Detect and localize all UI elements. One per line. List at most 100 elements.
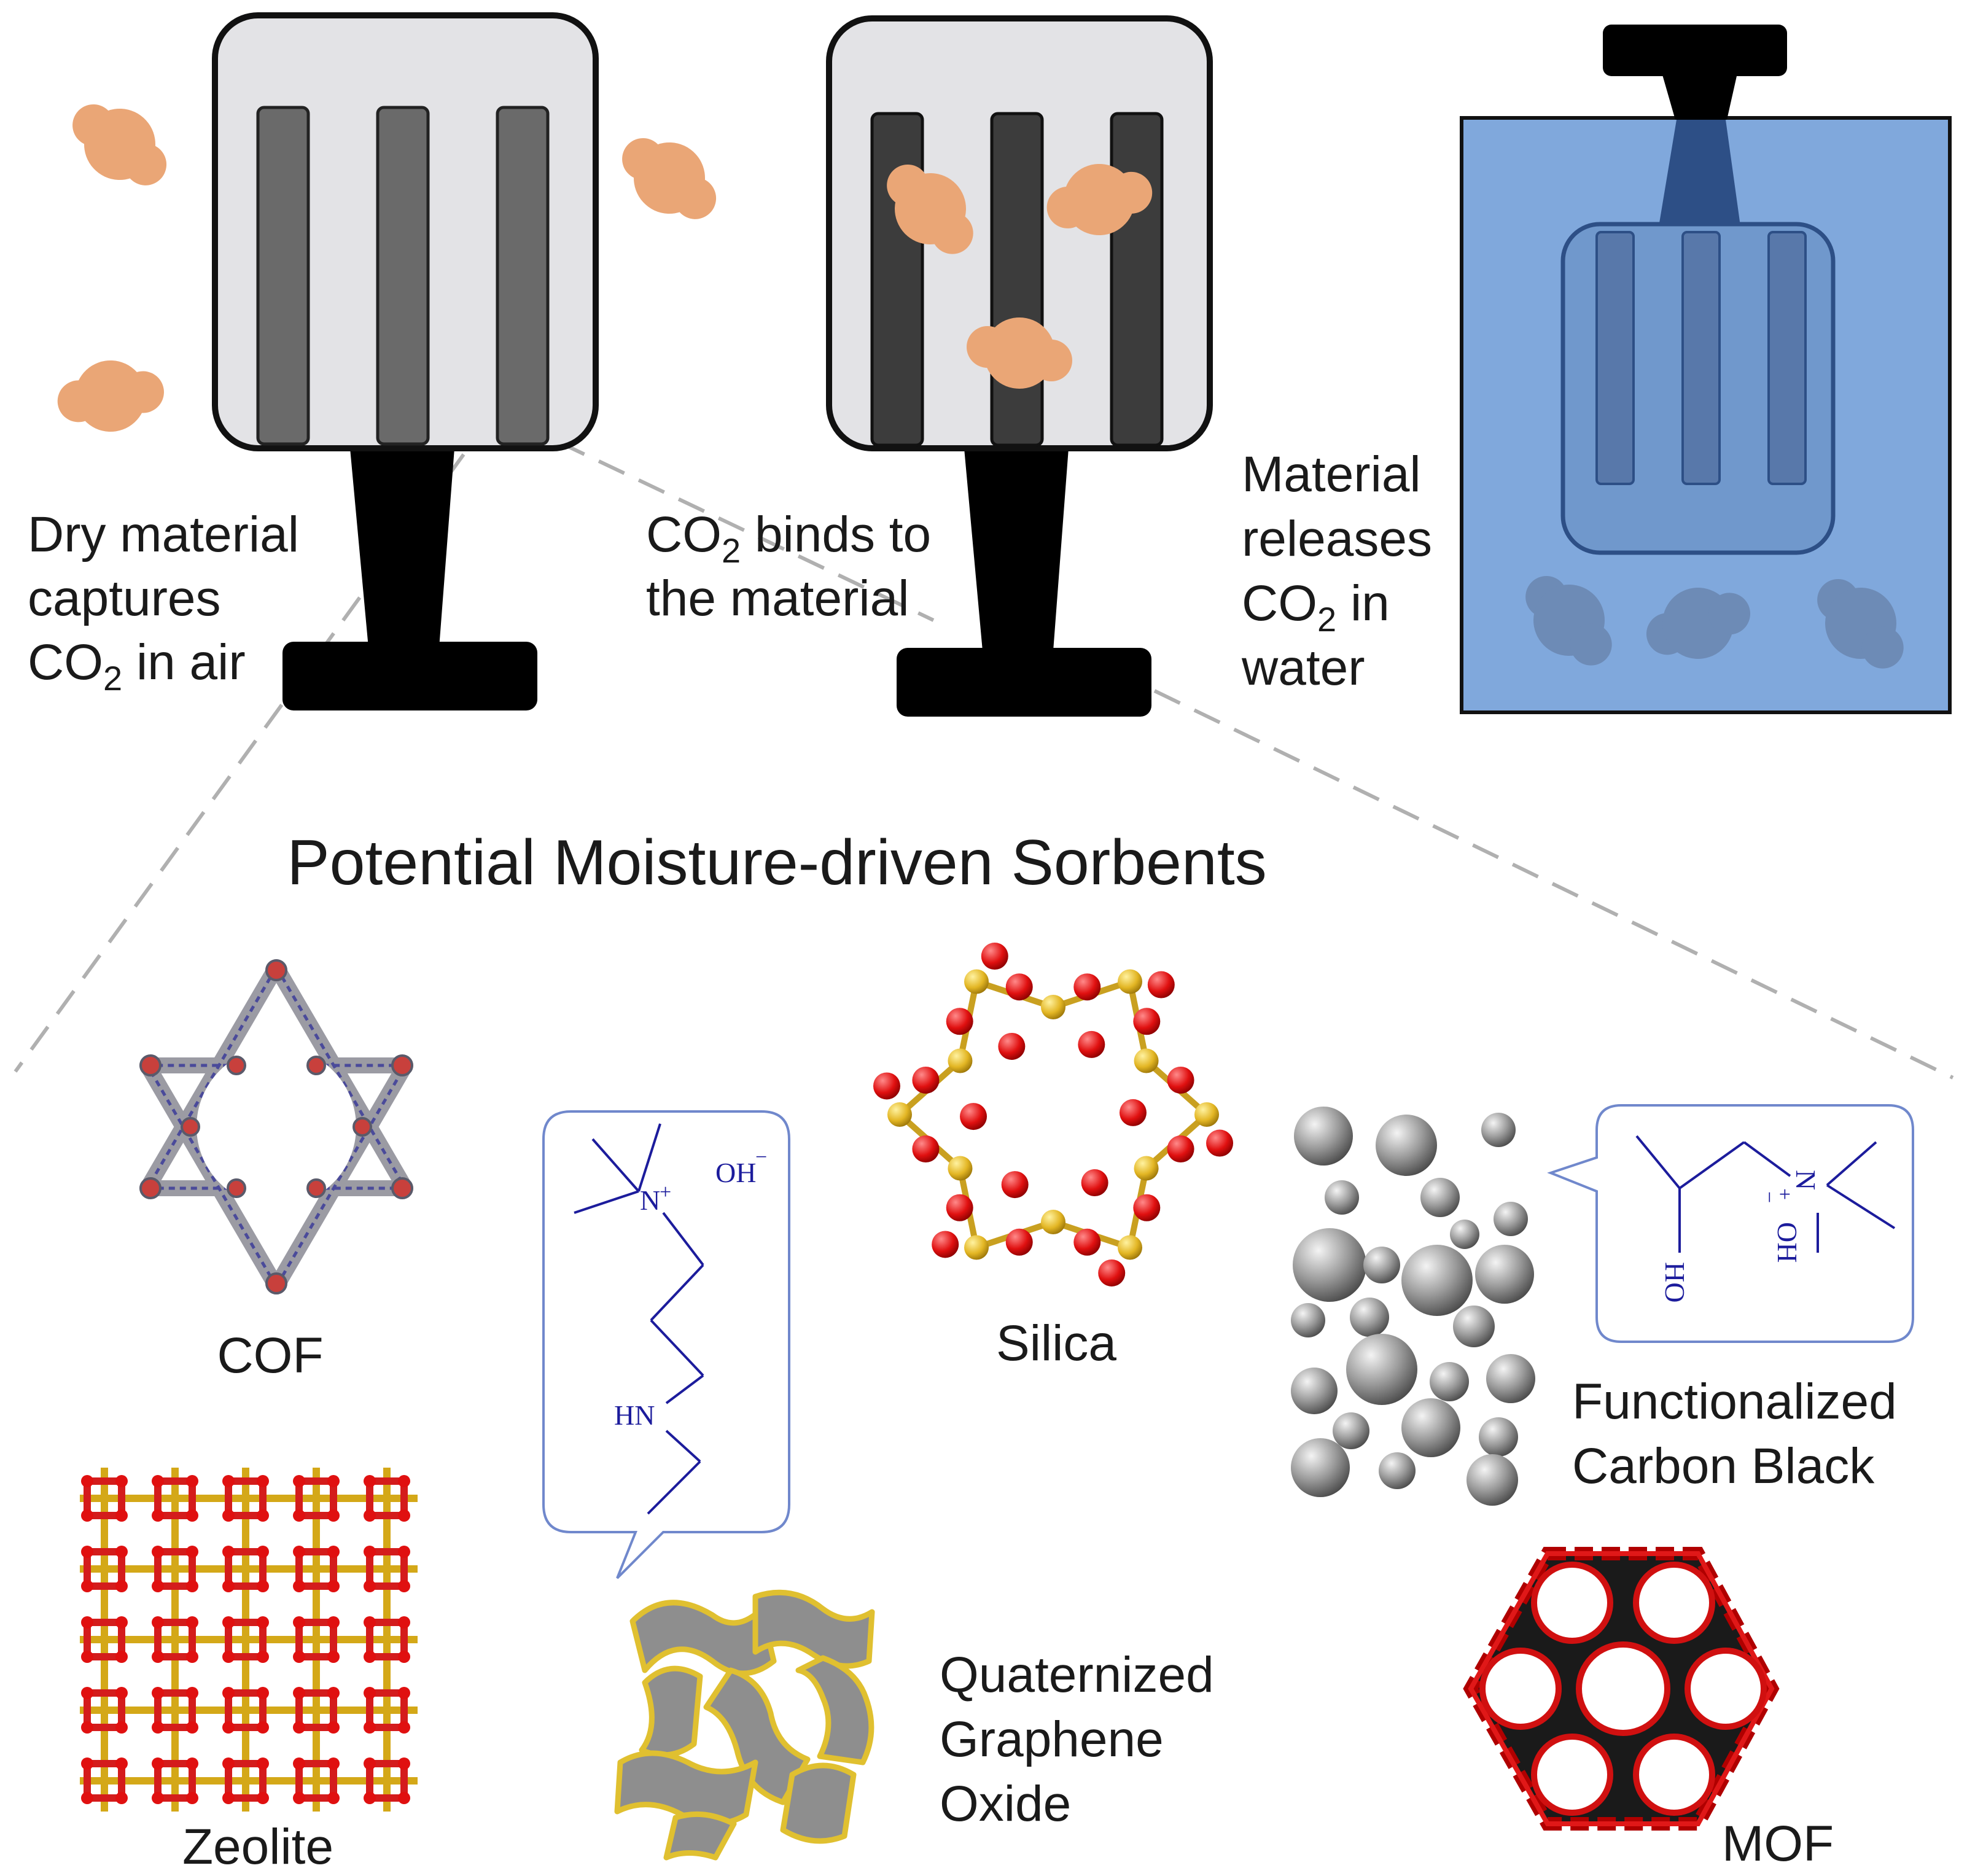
oxygen-atom <box>152 1792 164 1804</box>
carbon-particle <box>1291 1303 1325 1337</box>
zeolite-cage <box>295 1477 337 1519</box>
oxygen-atom <box>81 1687 93 1699</box>
zeolite-cage <box>154 1477 196 1519</box>
device-base <box>282 642 537 710</box>
oxygen-atom <box>293 1757 305 1770</box>
label-cof: COF <box>217 1328 323 1384</box>
device-stem <box>1658 120 1741 230</box>
carbon-particle <box>1494 1202 1528 1236</box>
oxygen-atom <box>186 1475 198 1487</box>
zeolite-structure <box>80 1468 418 1812</box>
device-base <box>897 648 1151 717</box>
oxygen-atom <box>257 1546 269 1558</box>
oxygen-atom <box>257 1616 269 1629</box>
svg-text:OH: OH <box>715 1157 756 1188</box>
oxygen-atom <box>222 1580 235 1592</box>
silicon-atom <box>1118 969 1142 994</box>
label-qgo-2: Graphene <box>940 1711 1164 1767</box>
oxygen-atom <box>222 1757 235 1770</box>
oxygen-atom <box>115 1509 128 1522</box>
oxygen-atom <box>327 1475 340 1487</box>
oxygen-atom <box>1098 1259 1126 1286</box>
oxygen-atom <box>81 1757 93 1770</box>
oxygen-atom <box>1167 1066 1194 1094</box>
section-title: Potential Moisture-driven Sorbents <box>287 827 1266 898</box>
oxygen-atom <box>186 1546 198 1558</box>
oxygen-atom <box>398 1687 410 1699</box>
oxygen-atom <box>186 1509 198 1522</box>
oxygen-atom <box>398 1509 410 1522</box>
silicon-atom <box>1041 995 1065 1019</box>
oxygen-atom <box>222 1546 235 1558</box>
device-stem <box>964 448 1069 651</box>
zeolite-cage <box>295 1619 337 1660</box>
device-stem <box>350 448 454 648</box>
oxygen-atom <box>81 1651 93 1663</box>
silicon-atom <box>1118 1235 1142 1260</box>
label-mof: MOF <box>1722 1816 1834 1872</box>
label-qgo-3: Oxide <box>940 1776 1071 1832</box>
silicon-atom <box>964 969 989 994</box>
silicon-atom <box>948 1156 973 1181</box>
svg-text:CO2 in air: CO2 in air <box>28 634 246 698</box>
oxygen-atom <box>257 1509 269 1522</box>
oxygen-atom <box>257 1721 269 1734</box>
oxygen-atom <box>981 943 1008 970</box>
zeolite-cage <box>84 1689 125 1731</box>
svg-text:releases: releases <box>1242 511 1432 567</box>
oxygen-atom <box>115 1651 128 1663</box>
oxygen-atom <box>293 1721 305 1734</box>
oxygen-atom <box>364 1687 376 1699</box>
zeolite-cage <box>154 1689 196 1731</box>
svg-text:Material: Material <box>1242 446 1421 502</box>
oxygen-atom <box>152 1580 164 1592</box>
svg-text:−: − <box>755 1146 767 1169</box>
oxygen-atom <box>293 1546 305 1558</box>
oxygen-atom <box>1147 971 1175 998</box>
oxygen-atom <box>257 1651 269 1663</box>
oxygen-atom <box>1001 1171 1029 1199</box>
silica-structure <box>873 943 1234 1286</box>
oxygen-atom <box>115 1721 128 1734</box>
oxygen-atom <box>946 1194 973 1221</box>
carbon-particle <box>1291 1368 1338 1414</box>
carbon-particle <box>1293 1228 1366 1302</box>
oxygen-atom <box>398 1721 410 1734</box>
oxygen-atom <box>293 1580 305 1592</box>
silicon-atom <box>1194 1102 1219 1127</box>
mof-structure <box>1463 1547 1780 1831</box>
oxygen-atom <box>115 1792 128 1804</box>
sorbent-strip <box>1595 231 1635 485</box>
zeolite-cage <box>295 1689 337 1731</box>
oxygen-atom <box>1133 1008 1161 1035</box>
silicon-atom <box>1134 1156 1159 1181</box>
oxygen-atom <box>81 1509 93 1522</box>
oxygen-atom <box>152 1475 164 1487</box>
oxygen-atom <box>1005 973 1033 1001</box>
zeolite-cage <box>366 1619 408 1660</box>
oxygen-atom <box>115 1687 128 1699</box>
oxygen-atom <box>1073 973 1101 1001</box>
zeolite-cage <box>84 1760 125 1802</box>
carbon-particle <box>1346 1334 1417 1405</box>
step-label-binding: CO2 binds to the material <box>646 507 931 626</box>
oxygen-atom <box>152 1546 164 1558</box>
svg-text:+: + <box>1773 1188 1796 1200</box>
oxygen-atom <box>186 1721 198 1734</box>
oxygen-atom <box>364 1580 376 1592</box>
carbon-particle <box>1291 1438 1350 1497</box>
silicon-atom <box>1041 1210 1065 1234</box>
svg-text:+: + <box>660 1181 671 1204</box>
carbon-particle <box>1475 1245 1534 1304</box>
label-fcb-1: Functionalized <box>1572 1374 1897 1430</box>
oxygen-atom <box>327 1757 340 1770</box>
zeolite-cage <box>225 1548 267 1590</box>
device-stem-top <box>1661 71 1738 120</box>
oxygen-atom <box>327 1616 340 1629</box>
oxygen-atom <box>115 1616 128 1629</box>
oxygen-atom <box>222 1475 235 1487</box>
oxygen-atom <box>398 1616 410 1629</box>
sorbent-strip <box>1767 231 1807 485</box>
oxygen-atom <box>1081 1169 1108 1197</box>
zeolite-cage <box>225 1477 267 1519</box>
